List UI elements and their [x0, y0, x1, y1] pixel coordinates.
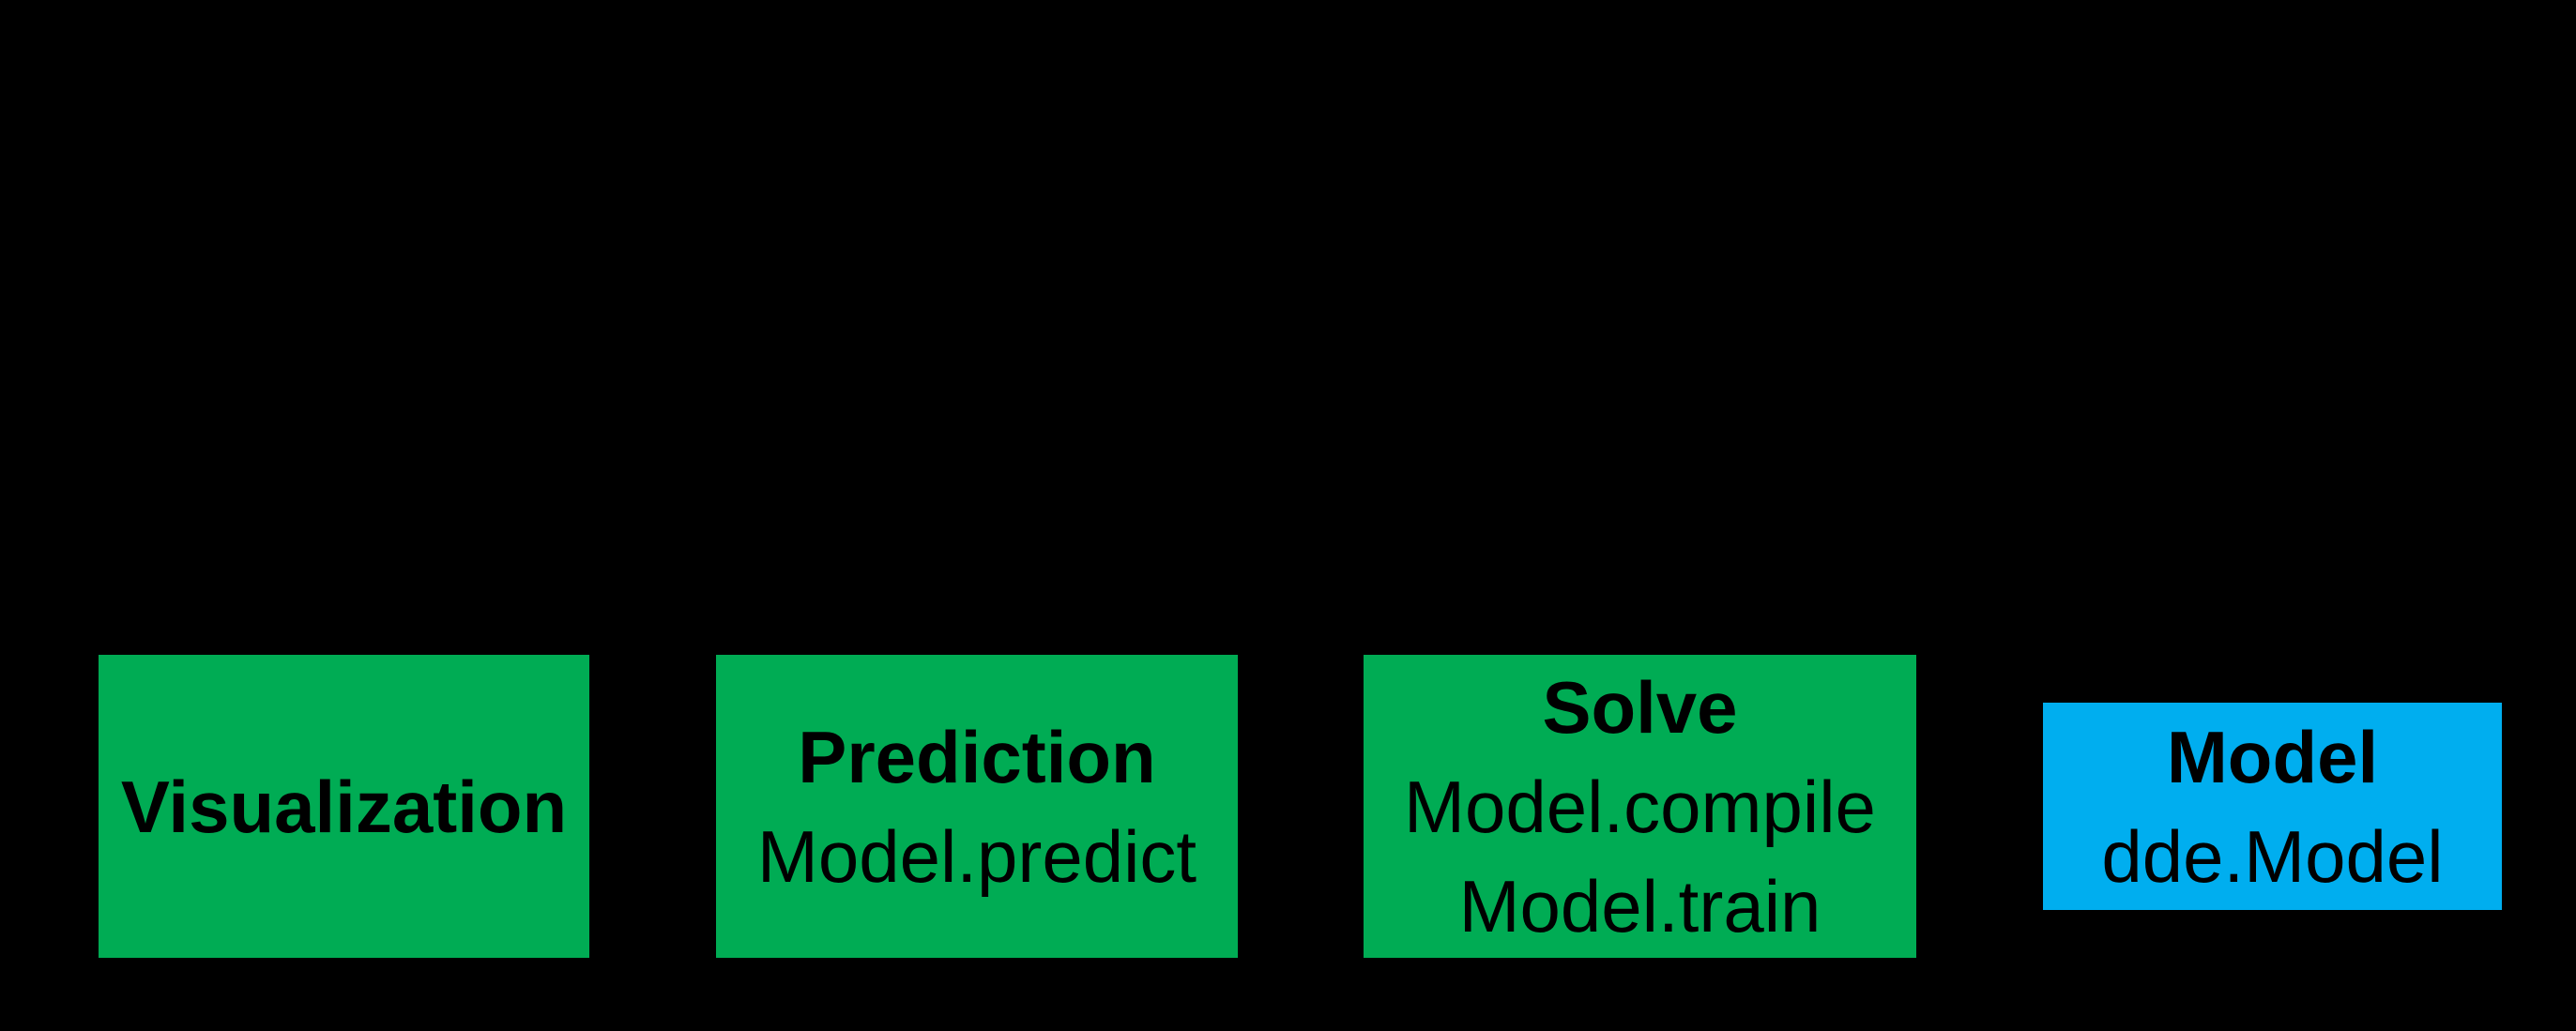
- visualization-box: Visualization: [99, 655, 589, 958]
- prediction-box-api-line: Model.predict: [756, 814, 1197, 898]
- solve-box: Solve Model.compile Model.train: [1364, 655, 1916, 958]
- model-box-api-line: dde.Model: [2101, 814, 2444, 898]
- model-box: Model dde.Model: [2043, 703, 2502, 910]
- solve-box-title: Solve: [1542, 665, 1738, 749]
- prediction-box-title: Prediction: [798, 715, 1156, 798]
- model-box-title: Model: [2166, 715, 2379, 798]
- visualization-box-title: Visualization: [120, 765, 568, 848]
- solve-box-train-line: Model.train: [1458, 864, 1821, 948]
- prediction-box: Prediction Model.predict: [716, 655, 1238, 958]
- solve-box-compile-line: Model.compile: [1404, 765, 1876, 848]
